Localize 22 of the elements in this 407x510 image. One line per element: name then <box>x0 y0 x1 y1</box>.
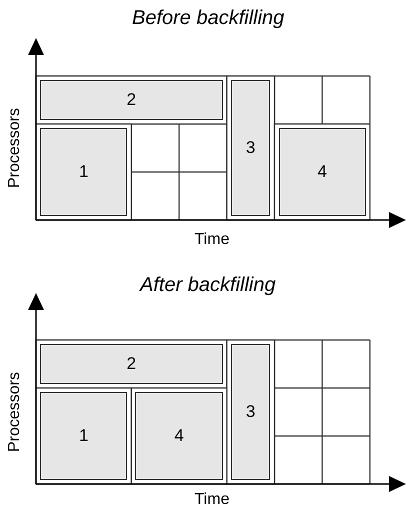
job-block <box>40 344 223 384</box>
job-number: 3 <box>246 402 256 422</box>
job-number: 1 <box>78 162 88 182</box>
job-number: 2 <box>126 354 136 374</box>
axis-label: Processors <box>7 108 24 188</box>
axis-label: Time <box>194 232 230 248</box>
job-number: 4 <box>317 162 327 182</box>
job-number: 1 <box>78 426 88 446</box>
panel-title: Before backfilling <box>132 8 284 28</box>
job-block <box>40 128 128 216</box>
job-block <box>135 392 223 480</box>
job-block <box>230 80 270 216</box>
job-number: 4 <box>174 426 184 446</box>
axis-label: Time <box>194 492 230 508</box>
axis-label: Processors <box>7 372 24 452</box>
job-block <box>230 344 270 480</box>
job-block <box>40 392 128 480</box>
panel-title: After backfilling <box>140 275 276 295</box>
job-block <box>278 128 366 216</box>
job-block <box>40 80 223 120</box>
job-number: 2 <box>126 90 136 110</box>
job-number: 3 <box>246 138 256 158</box>
